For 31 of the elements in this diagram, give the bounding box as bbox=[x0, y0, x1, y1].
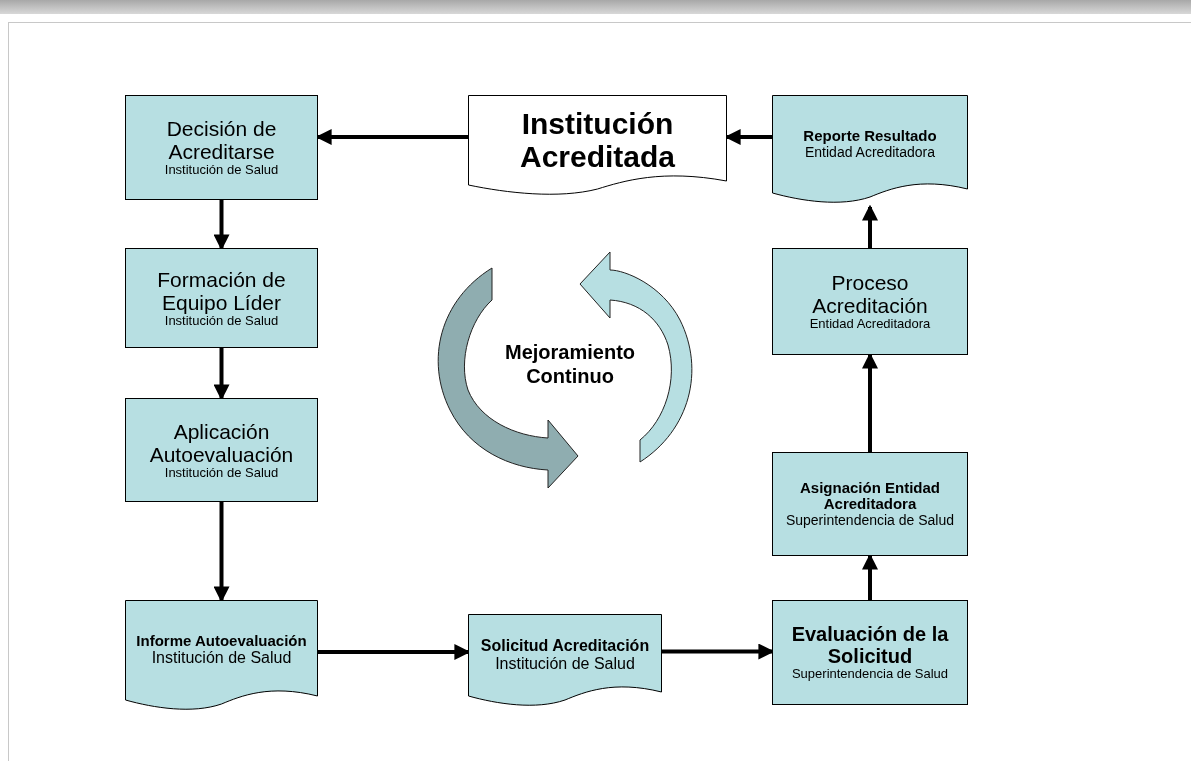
document-shape bbox=[468, 614, 662, 706]
responsible-party: Institución de Salud bbox=[164, 465, 279, 481]
document-shape bbox=[468, 95, 727, 195]
responsible-party: Institución de Salud bbox=[495, 655, 635, 673]
responsible-party: Entidad Acreditadora bbox=[805, 144, 935, 160]
process-box bbox=[125, 248, 318, 348]
document-shape bbox=[772, 95, 968, 203]
step-title: Aplicación Autoevaluación bbox=[148, 419, 295, 466]
responsible-party: Superintendencia de Salud bbox=[785, 512, 955, 529]
responsible-party: Institución de Salud bbox=[151, 649, 292, 668]
responsible-party: Institución de Salud bbox=[164, 163, 279, 178]
responsible-party: Entidad Acreditadora bbox=[809, 317, 931, 332]
step-title: Evaluación de la Solicitud bbox=[790, 623, 950, 668]
cycle-label: Mejoramiento Continuo bbox=[504, 340, 636, 388]
process-box bbox=[125, 95, 318, 200]
step-title: Reporte Resultado bbox=[802, 128, 938, 145]
step-title: Solicitud Acreditación bbox=[479, 637, 651, 655]
document-shape bbox=[125, 600, 318, 710]
responsible-party: Institución de Salud bbox=[164, 313, 279, 329]
step-title: Informe Autoevaluación bbox=[135, 632, 308, 650]
step-title: Decisión de Acreditarse bbox=[165, 117, 278, 164]
process-box bbox=[772, 600, 968, 705]
arrow bbox=[862, 204, 878, 248]
process-box bbox=[772, 248, 968, 355]
step-title: Formación de Equipo Líder bbox=[156, 267, 287, 314]
responsible-party: Superintendencia de Salud bbox=[791, 667, 949, 682]
process-box bbox=[125, 398, 318, 502]
step-title: Proceso Acreditación bbox=[811, 271, 929, 318]
process-box bbox=[772, 452, 968, 556]
step-title: Institución Acreditada bbox=[518, 107, 677, 173]
step-title: Asignación Entidad Acreditadora bbox=[799, 479, 941, 513]
